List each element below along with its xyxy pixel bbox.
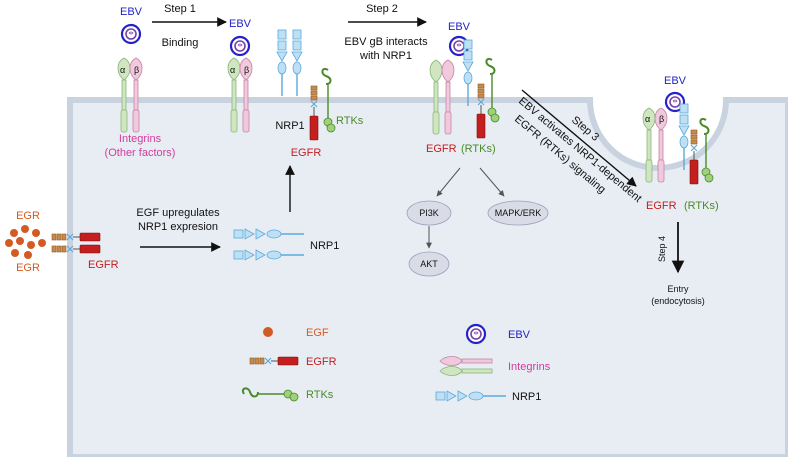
rtks-label-mid: (RTKs) xyxy=(461,143,496,155)
nrp1-receptor-a xyxy=(276,29,288,97)
nrp1-label-top: NRP1 xyxy=(275,120,304,132)
legend-ebv-label: EBV xyxy=(508,329,531,341)
akt-node xyxy=(408,251,450,277)
ebv-label-4: EBV xyxy=(664,75,687,87)
ebv-virion-free xyxy=(120,23,142,45)
arrow-to-mapk xyxy=(479,167,505,197)
legend-egf-symbol xyxy=(263,327,273,337)
alpha-label-4: α xyxy=(645,114,650,124)
binding-label: Binding xyxy=(162,37,199,49)
entry-label: Entry xyxy=(667,284,689,294)
alpha-label-1: α xyxy=(120,65,125,75)
step2-label: Step 2 xyxy=(366,3,398,15)
step1-label: Step 1 xyxy=(164,3,196,15)
other-factors-label: (Other factors) xyxy=(105,147,176,159)
legend-rtks-symbol xyxy=(241,387,299,402)
rtks-label-top: RTKs xyxy=(336,115,364,127)
legend-integrins-label: Integrins xyxy=(508,361,551,373)
mapk-label: MAPK/ERK xyxy=(495,208,542,218)
egf-upregulates-line1: EGF upregulates xyxy=(136,207,220,219)
egr-label-top: EGR xyxy=(16,210,40,222)
egfr-label-right: EGFR xyxy=(646,200,677,212)
step2-text-line1: EBV gB interacts xyxy=(344,36,428,48)
egfr-label-left: EGFR xyxy=(88,259,119,271)
pi3k-node xyxy=(406,200,452,226)
endocytosis-label: (endocytosis) xyxy=(651,296,705,306)
legend-rtks-label: RTKs xyxy=(306,389,334,401)
step3-arrow xyxy=(521,89,637,187)
step2-text-line2: with NRP1 xyxy=(359,50,412,62)
beta-label-4: β xyxy=(659,114,664,124)
legend: EGF EGFR RTKs EBV Integrins NRP1 xyxy=(241,323,551,403)
arrow-to-pi3k xyxy=(436,167,461,197)
alpha-label-2: α xyxy=(230,65,235,75)
step4-label: Step 4 xyxy=(657,236,667,262)
nrp1-receptor-b xyxy=(291,29,303,97)
legend-egfr-label: EGFR xyxy=(306,356,337,368)
egfr-label-top: EGFR xyxy=(291,147,322,159)
beta-label-1: β xyxy=(134,65,139,75)
legend-integrins-symbol xyxy=(439,356,493,376)
ebv-label-3: EBV xyxy=(448,21,471,33)
ebv-label-1: EBV xyxy=(120,6,143,18)
egr-label-bottom: EGR xyxy=(16,262,40,274)
integrins-label: Integrins xyxy=(119,133,162,145)
egf-upregulates-line2: NRP1 expresion xyxy=(138,221,218,233)
pi3k-label: PI3K xyxy=(419,208,439,218)
legend-nrp1-label: NRP1 xyxy=(512,391,541,403)
akt-label: AKT xyxy=(420,259,438,269)
ebv-virion-bound xyxy=(229,35,251,57)
legend-ebv-symbol xyxy=(465,323,487,345)
cell-body xyxy=(67,97,788,460)
egfr-label-mid: EGFR xyxy=(426,143,457,155)
legend-egf-label: EGF xyxy=(306,327,329,339)
rtks-label-right: (RTKs) xyxy=(684,200,719,212)
mapk-node xyxy=(487,200,549,226)
nrp1-label-lower: NRP1 xyxy=(310,240,339,252)
egf-ligand-cluster xyxy=(5,225,46,259)
ebv-label-2: EBV xyxy=(229,18,252,30)
beta-label-2: β xyxy=(244,65,249,75)
